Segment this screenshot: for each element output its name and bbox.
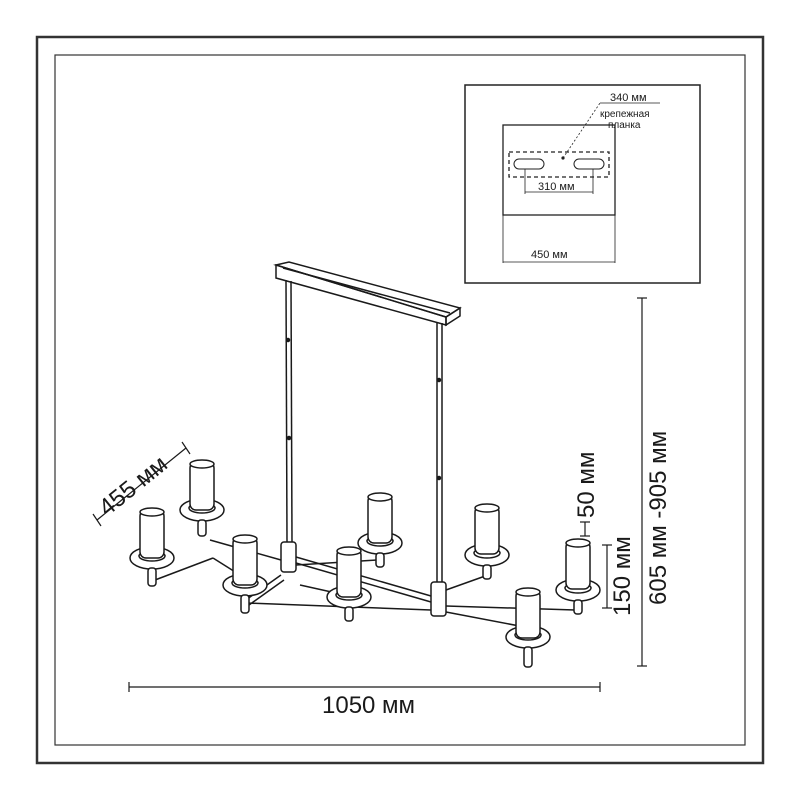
outer-frame (35, 35, 765, 765)
mounting-plate-inset: 340 мм крепежная планка 310 мм 450 мм (464, 84, 701, 284)
lamp (326, 546, 372, 622)
total-height-label: 605 мм -905 мм (645, 431, 672, 605)
mount-label-line2: планка (608, 120, 641, 131)
canopy-inner-edge (282, 267, 451, 314)
arm-span-line (96, 447, 187, 521)
lamps (129, 459, 601, 668)
plate-width-label: 450 мм (531, 249, 568, 261)
right-slot (573, 158, 605, 170)
lamp (505, 587, 551, 668)
arm-far-left (154, 557, 214, 581)
mount-label-line1: крепежная (600, 109, 650, 120)
inner-frame (54, 54, 746, 746)
ceiling-plate (502, 124, 616, 216)
inset-frame (464, 84, 701, 284)
lamp (222, 534, 268, 614)
lamp (357, 492, 403, 568)
rod-joint (286, 435, 292, 441)
left-slot (513, 158, 545, 170)
lamp (129, 507, 175, 587)
canopy-side (445, 306, 461, 327)
rod-left-a (285, 279, 288, 543)
total-width-label: 1050 мм (322, 692, 415, 719)
frame-bar-back-2 (295, 562, 432, 603)
rod-joint (436, 475, 442, 481)
arm-span-tick (181, 441, 191, 455)
top-width-label: 340 мм (610, 92, 647, 104)
leader-line (562, 102, 601, 159)
lamp (179, 459, 225, 537)
mounting-bar-outline (508, 151, 610, 178)
chandelier (154, 261, 576, 629)
rod-joint (285, 337, 291, 343)
dimension-lines (92, 297, 647, 692)
rod-joint (436, 377, 442, 383)
arm-to-front-left-2 (248, 579, 285, 606)
rod-left-b (290, 280, 293, 543)
canopy-front (275, 263, 447, 326)
slot-spacing-label: 310 мм (538, 181, 575, 193)
lamp-height-label: 150 мм (609, 536, 636, 616)
hub-right (430, 581, 447, 617)
lamp (555, 538, 601, 615)
lamp (464, 503, 510, 580)
hub-left (280, 541, 297, 573)
arm-back-right (445, 574, 489, 591)
shade-height-label: 50 мм (573, 452, 600, 518)
arm-right (445, 605, 576, 611)
arm-span-tick (92, 513, 102, 527)
